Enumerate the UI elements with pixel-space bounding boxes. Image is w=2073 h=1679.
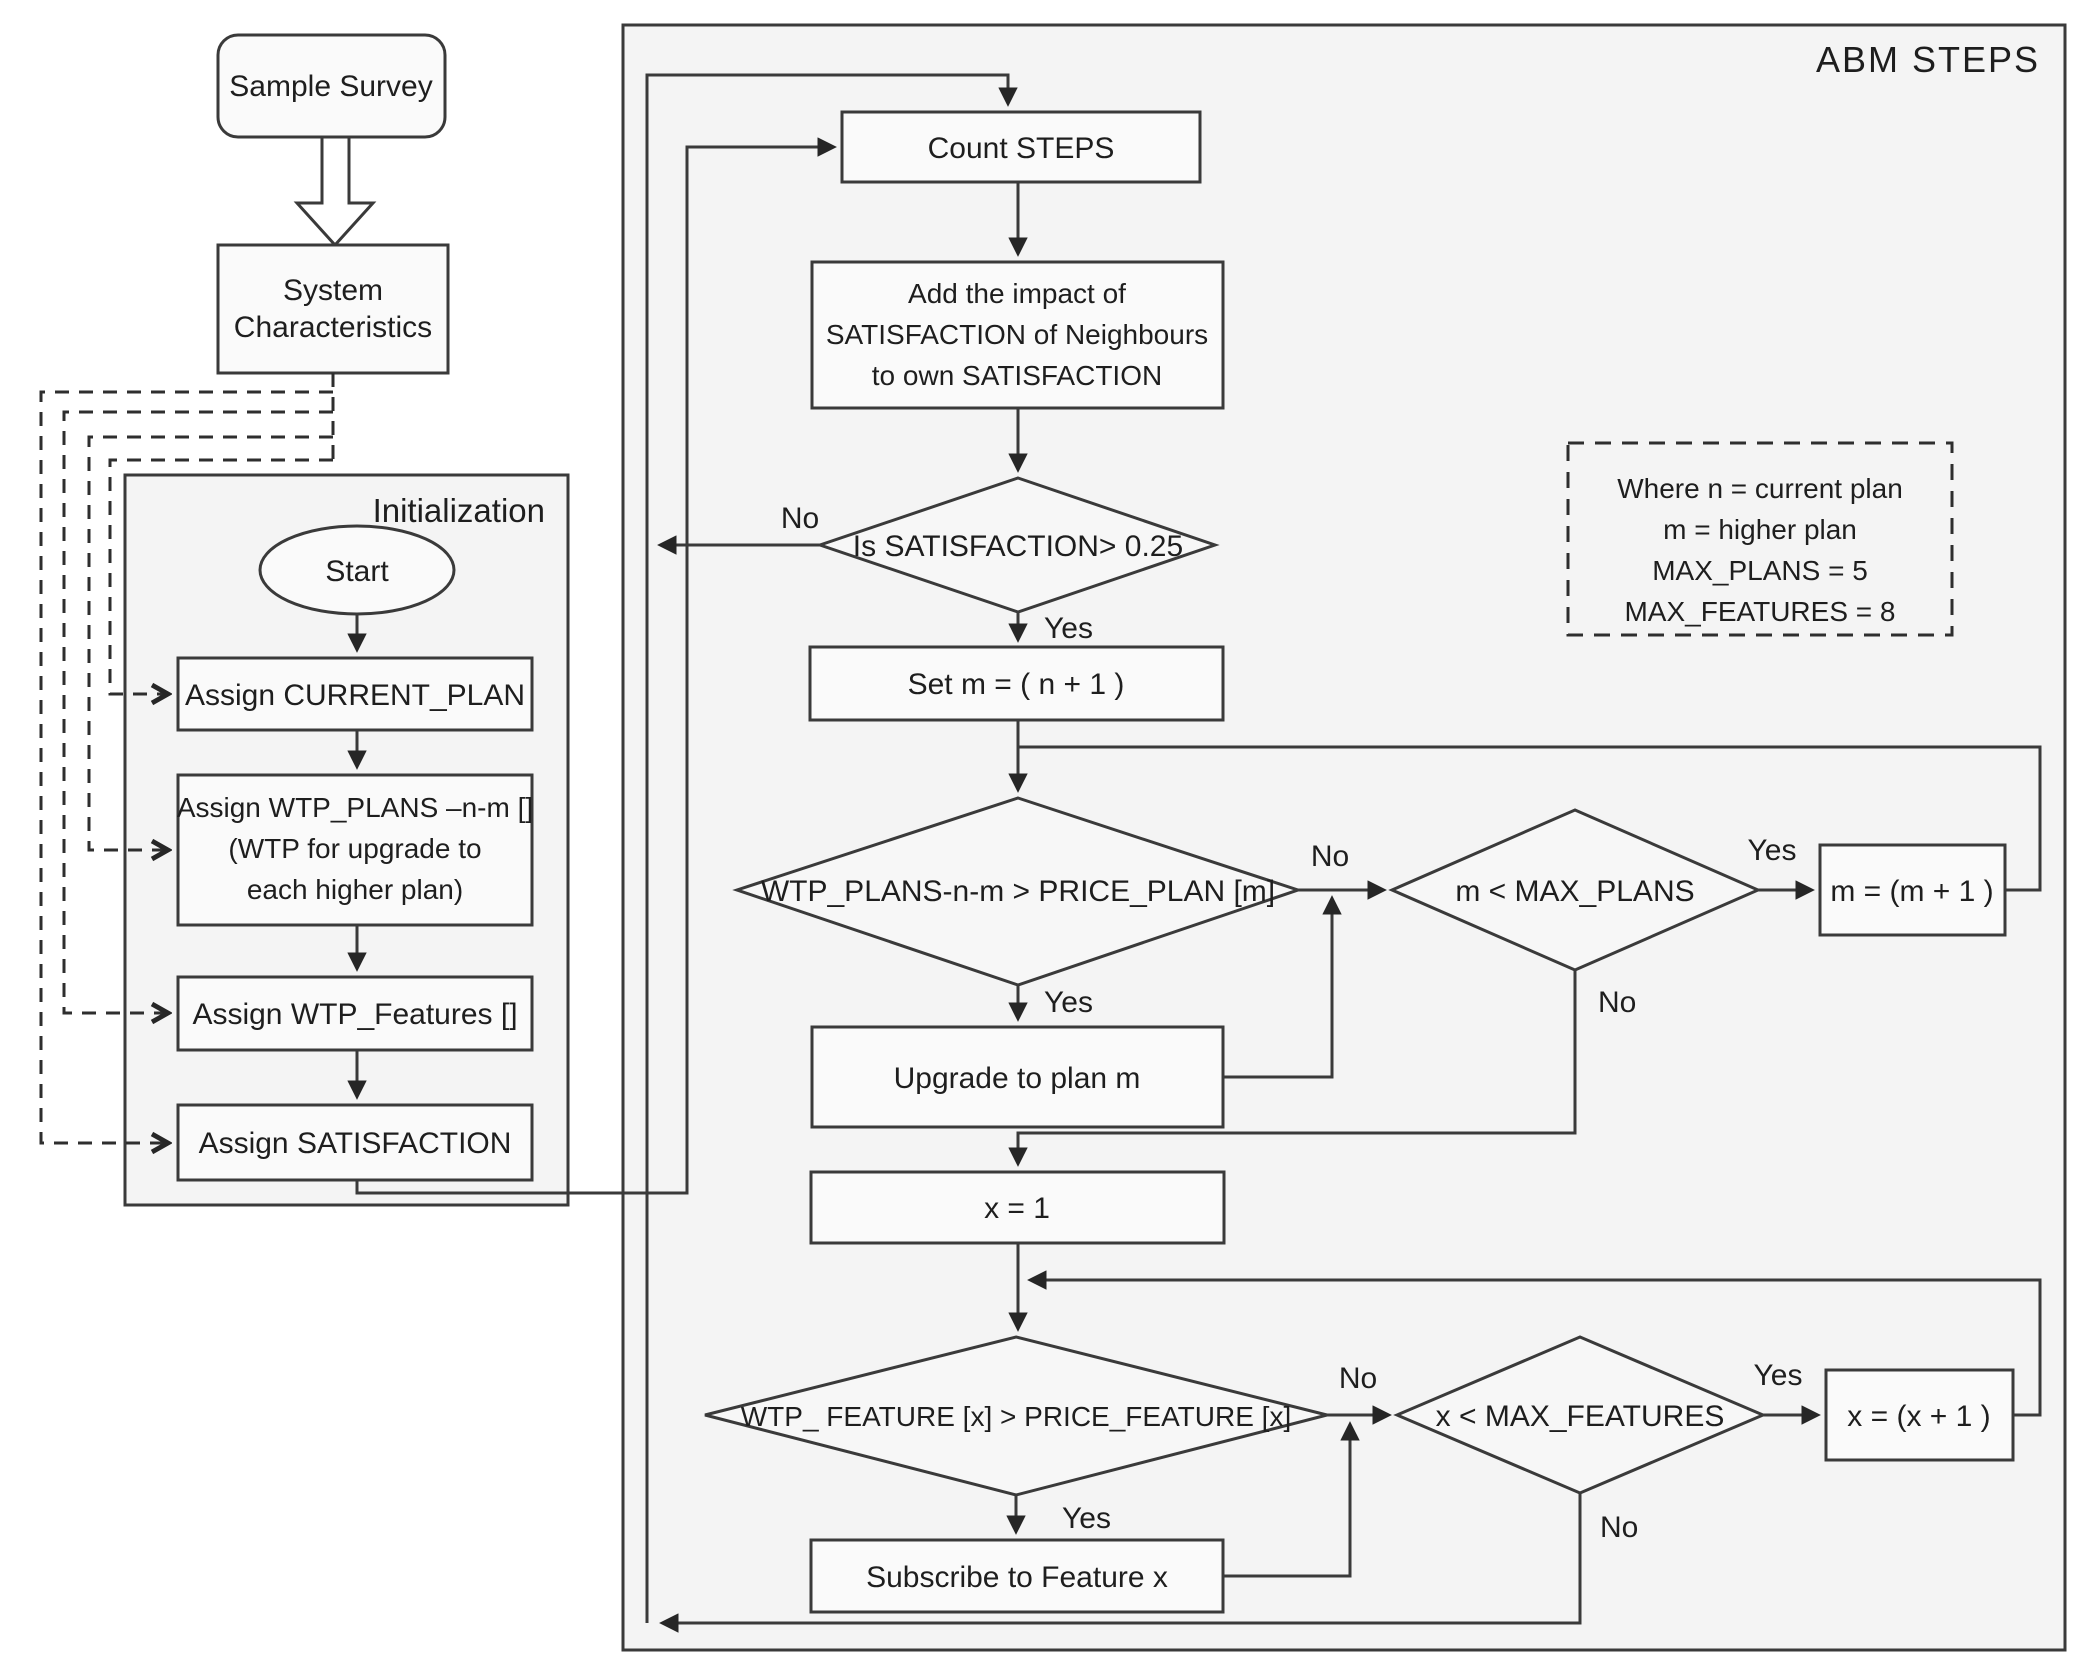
edge-init-to-countsteps xyxy=(355,137,837,1195)
assign-wtp-plans-text-1: Assign WTP_PLANS –n-m [] xyxy=(177,792,533,823)
assign-wtp-features-text: Assign WTP_Features [] xyxy=(192,998,517,1031)
label-wtp-feature-yes: Yes xyxy=(1062,1502,1111,1535)
edge-maxplans-no xyxy=(1008,970,1577,1167)
assign-satisfaction-node: Assign SATISFACTION xyxy=(176,1103,534,1182)
legend-note-line-2: m = higher plan xyxy=(1663,514,1857,545)
legend-note-box xyxy=(1566,441,1954,637)
count-steps-node: Count STEPS xyxy=(840,110,1202,184)
add-impact-node: Add the impact of SATISFACTION of Neighb… xyxy=(810,260,1225,410)
set-m-node: Set m = ( n + 1 ) xyxy=(808,645,1225,722)
legend-note-line-4: MAX_FEATURES = 8 xyxy=(1624,596,1895,627)
system-characteristics-node: System Characteristics xyxy=(216,243,450,375)
initialization-label: Initialization xyxy=(373,492,545,529)
dashed-to-satisfaction xyxy=(39,390,333,1143)
edge-upgrade-merge xyxy=(1223,895,1342,1079)
edge-maxfeatures-no-return xyxy=(659,1493,1582,1633)
wtp-feature-check-node: WTP_ FEATURE [x] > PRICE_FEATURE [x] xyxy=(704,1335,1328,1497)
add-impact-text-3: to own SATISFACTION xyxy=(872,360,1162,391)
edge-return-to-countsteps xyxy=(645,73,1018,1623)
x-increment-text: x = (x + 1 ) xyxy=(1847,1400,1990,1433)
edge-xincrement-return xyxy=(1027,1270,2042,1417)
m-increment-node: m = (m + 1 ) xyxy=(1818,843,2007,937)
label-max-plans-yes: Yes xyxy=(1748,834,1797,867)
wtp-plans-check-node: WTP_PLANS-n-m > PRICE_PLAN [m] xyxy=(732,796,1303,987)
count-steps-box xyxy=(840,110,1202,184)
assign-current-plan-box xyxy=(176,656,534,732)
max-features-check-text: x < MAX_FEATURES xyxy=(1436,1400,1725,1433)
count-steps-text: Count STEPS xyxy=(928,132,1115,165)
label-wtp-feature-no: No xyxy=(1339,1362,1377,1395)
x-increment-box xyxy=(1824,1368,2015,1462)
legend-note-line-3: MAX_PLANS = 5 xyxy=(1652,555,1868,586)
label-max-features-yes: Yes xyxy=(1754,1359,1803,1392)
system-characteristics-box xyxy=(216,243,450,375)
label-wtp-plans-no: No xyxy=(1311,840,1349,873)
legend-note-line-1: Where n = current plan xyxy=(1617,473,1903,504)
dashed-to-current-plan xyxy=(108,458,333,694)
m-increment-text: m = (m + 1 ) xyxy=(1830,875,1993,908)
subscribe-feature-text: Subscribe to Feature x xyxy=(866,1561,1168,1594)
add-impact-box xyxy=(810,260,1225,410)
upgrade-plan-box xyxy=(810,1025,1225,1129)
sample-survey-node: Sample Survey xyxy=(216,33,447,139)
assign-wtp-plans-text-2: (WTP for upgrade to xyxy=(228,833,481,864)
assign-wtp-plans-text-3: each higher plan) xyxy=(247,874,463,905)
abm-steps-label: ABM STEPS xyxy=(1816,39,2040,80)
dashed-to-wtp-plans xyxy=(87,435,333,850)
wtp-plans-check-text: WTP_PLANS-n-m > PRICE_PLAN [m] xyxy=(761,875,1275,908)
assign-current-plan-node: Assign CURRENT_PLAN xyxy=(176,656,534,732)
sample-survey-text: Sample Survey xyxy=(229,70,432,103)
start-text: Start xyxy=(325,555,389,588)
max-plans-check-text: m < MAX_PLANS xyxy=(1455,875,1694,908)
legend-note: Where n = current plan m = higher plan M… xyxy=(1566,441,1954,637)
upgrade-plan-text: Upgrade to plan m xyxy=(894,1062,1141,1095)
system-characteristics-text-2: Characteristics xyxy=(234,311,432,344)
big-down-arrow xyxy=(293,135,377,248)
edge-mincrement-return xyxy=(1018,745,2042,892)
assign-wtp-features-node: Assign WTP_Features [] xyxy=(176,975,534,1052)
start-node: Start xyxy=(258,524,456,616)
edge-subscribe-merge xyxy=(1223,1421,1360,1578)
max-features-check-node: x < MAX_FEATURES xyxy=(1393,1335,1767,1495)
assign-satisfaction-text: Assign SATISFACTION xyxy=(199,1127,512,1160)
assign-wtp-plans-node: Assign WTP_PLANS –n-m [] (WTP for upgrad… xyxy=(176,773,534,927)
assign-wtp-plans-box xyxy=(176,773,534,927)
x-increment-node: x = (x + 1 ) xyxy=(1824,1368,2015,1462)
label-wtp-plans-yes: Yes xyxy=(1044,986,1093,1019)
satisfaction-check-text: Is SATISFACTION> 0.25 xyxy=(853,530,1183,563)
dashed-dependency-lines xyxy=(39,373,335,1143)
m-increment-box xyxy=(1818,843,2007,937)
x-init-text: x = 1 xyxy=(984,1192,1050,1225)
label-max-plans-no: No xyxy=(1598,986,1636,1019)
add-impact-text-2: SATISFACTION of Neighbours xyxy=(826,319,1208,350)
upgrade-plan-node: Upgrade to plan m xyxy=(810,1025,1225,1129)
max-features-check-diamond xyxy=(1393,1335,1767,1495)
dashed-to-features xyxy=(62,410,333,1013)
system-characteristics-text-1: System xyxy=(283,274,383,307)
assign-current-plan-text: Assign CURRENT_PLAN xyxy=(185,679,525,712)
wtp-feature-check-text: WTP_ FEATURE [x] > PRICE_FEATURE [x] xyxy=(741,1401,1291,1432)
add-impact-text-1: Add the impact of xyxy=(908,278,1126,309)
subscribe-feature-node: Subscribe to Feature x xyxy=(809,1538,1225,1614)
set-m-box xyxy=(808,645,1225,722)
label-satisfaction-no: No xyxy=(781,502,819,535)
set-m-text: Set m = ( n + 1 ) xyxy=(908,668,1125,701)
label-satisfaction-yes: Yes xyxy=(1044,612,1093,645)
label-max-features-no: No xyxy=(1600,1511,1638,1544)
x-init-box xyxy=(809,1170,1226,1245)
assign-wtp-features-box xyxy=(176,975,534,1052)
max-plans-check-node: m < MAX_PLANS xyxy=(1388,808,1762,972)
x-init-node: x = 1 xyxy=(809,1170,1226,1245)
assign-satisfaction-box xyxy=(176,1103,534,1182)
